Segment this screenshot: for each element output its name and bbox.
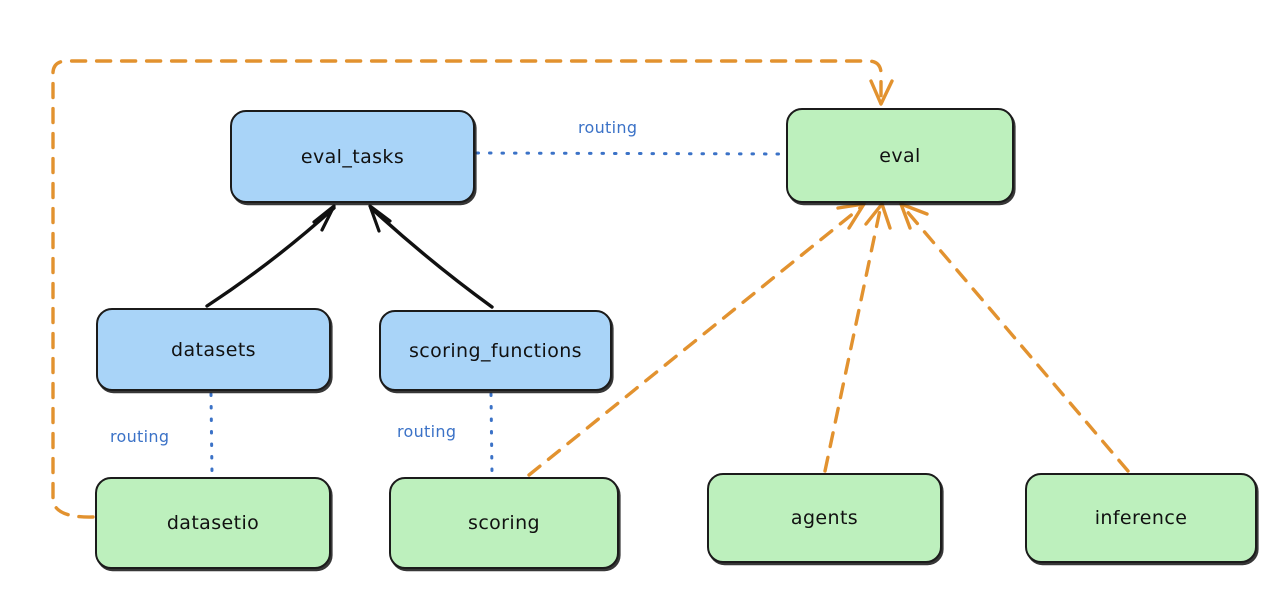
node-inference[interactable]: inference: [1025, 473, 1257, 563]
edge-scoringfn-to-scoring: [489, 392, 494, 476]
edge-label-routing-datasetio: routing: [110, 427, 170, 446]
node-label: agents: [790, 507, 859, 529]
node-eval-tasks[interactable]: eval_tasks: [230, 110, 475, 203]
node-scoring-functions[interactable]: scoring_functions: [379, 310, 612, 391]
node-eval[interactable]: eval: [786, 108, 1014, 203]
node-label: datasets: [171, 338, 256, 361]
node-datasetio[interactable]: datasetio: [95, 477, 331, 569]
node-label: eval: [879, 144, 921, 167]
edge-scoringfn-to-eval_tasks: [368, 204, 494, 309]
node-agents[interactable]: agents: [707, 473, 942, 563]
edge-label-routing-eval: routing: [578, 118, 638, 137]
edge-datasets-to-datasetio: [209, 392, 214, 476]
node-label: scoring: [468, 512, 540, 534]
node-label: inference: [1094, 507, 1188, 529]
node-label: datasetio: [166, 512, 260, 534]
edge-datasets-to-eval_tasks: [205, 204, 336, 308]
edge-agents-to-eval: [823, 202, 892, 473]
node-datasets[interactable]: datasets: [96, 308, 331, 391]
edge-inference-to-eval: [899, 202, 1130, 473]
edge-eval_tasks-to-eval: [475, 151, 787, 156]
edge-label-routing-scoring: routing: [397, 422, 457, 441]
node-label: eval_tasks: [300, 145, 405, 168]
node-scoring[interactable]: scoring: [389, 477, 619, 569]
node-label: scoring_functions: [409, 339, 582, 362]
